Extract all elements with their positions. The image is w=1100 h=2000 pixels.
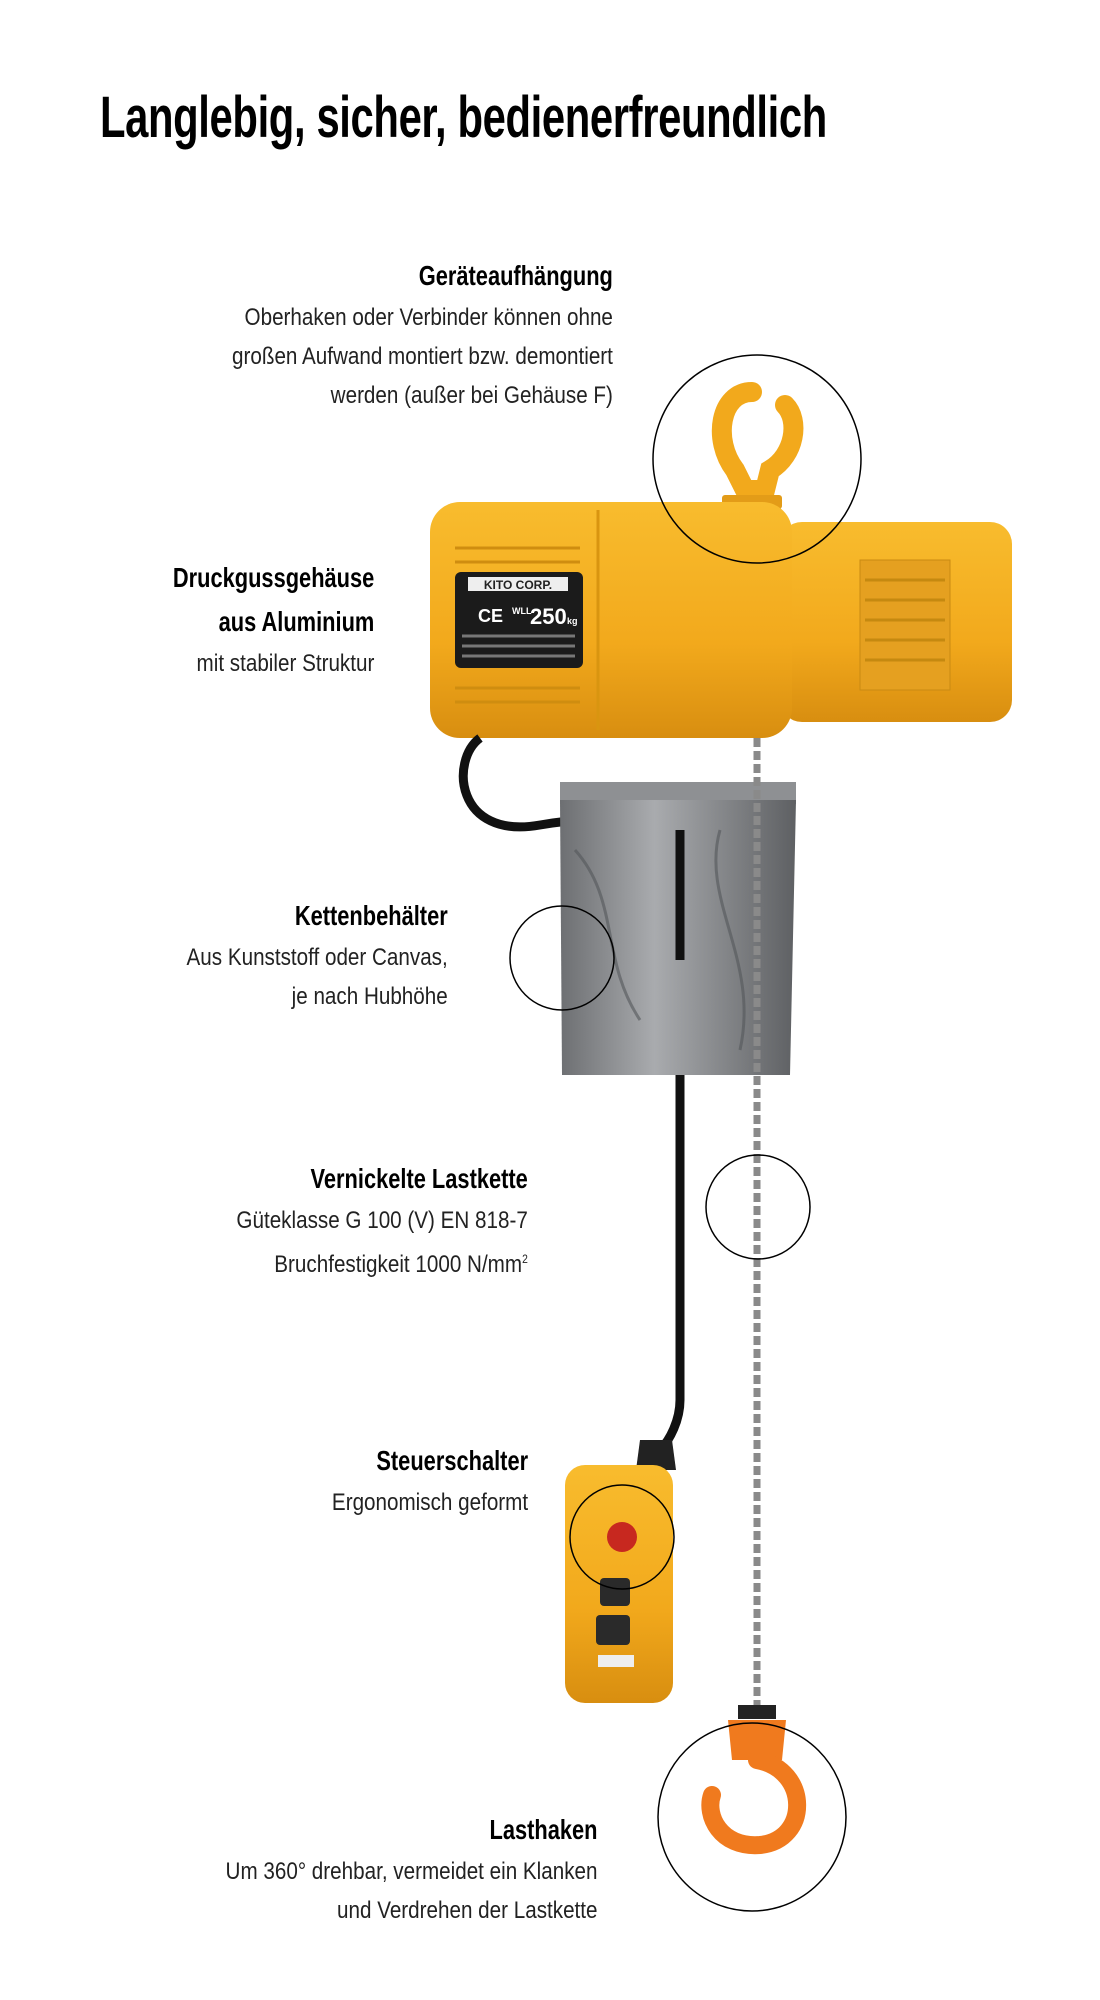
feature-text: Bruchfestigkeit 1000 N/mm2 bbox=[237, 1240, 528, 1284]
feature-load-hook: Lasthaken Um 360° drehbar, vermeidet ein… bbox=[165, 1808, 598, 1930]
feature-text-main: Bruchfestigkeit 1000 N/mm bbox=[274, 1251, 523, 1278]
motor-housing bbox=[780, 522, 1012, 722]
pendant-control bbox=[565, 1440, 676, 1703]
feature-chain-container: Kettenbehälter Aus Kunststoff oder Canva… bbox=[144, 894, 448, 1016]
aluminium-housing: KITO CORP. CE WLL 250 kg bbox=[430, 502, 792, 738]
feature-heading: aus Aluminium bbox=[218, 606, 374, 637]
callout-circle-pendant bbox=[569, 1484, 675, 1590]
feature-text: Ergonomisch geformt bbox=[331, 1489, 528, 1516]
feature-text: Um 360° drehbar, vermeidet ein Klanken bbox=[226, 1858, 598, 1885]
callout-circle-chain-container bbox=[509, 905, 615, 1011]
feature-text: je nach Hubhöhe bbox=[291, 983, 448, 1010]
feature-suspension: Geräteaufhängung Oberhaken oder Verbinde… bbox=[170, 254, 613, 415]
feature-text: Güteklasse G 100 (V) EN 818-7 bbox=[236, 1207, 528, 1234]
feature-heading: Kettenbehälter bbox=[295, 900, 448, 931]
feature-pendant: Steuerschalter Ergonomisch geformt bbox=[300, 1439, 528, 1522]
feature-text: Aus Kunststoff oder Canvas, bbox=[186, 944, 448, 971]
feature-text: mit stabiler Struktur bbox=[196, 650, 374, 677]
callout-circle-load-hook bbox=[657, 1722, 847, 1912]
nameplate-ce: CE bbox=[478, 606, 503, 626]
callout-circle-load-chain bbox=[705, 1154, 811, 1260]
feature-heading: Geräteaufhängung bbox=[418, 260, 613, 291]
callout-circle-suspension bbox=[652, 354, 862, 564]
page-title: Langlebig, sicher, bedienerfreundlich bbox=[100, 85, 827, 150]
feature-load-chain: Vernickelte Lastkette Güteklasse G 100 (… bbox=[189, 1157, 528, 1284]
load-hook bbox=[701, 1705, 807, 1855]
feature-heading: Lasthaken bbox=[489, 1814, 598, 1845]
feature-text: werden (außer bei Gehäuse F) bbox=[330, 382, 613, 409]
nameplate-wll: WLL bbox=[512, 606, 532, 616]
top-hook bbox=[711, 382, 804, 509]
feature-heading: Vernickelte Lastkette bbox=[310, 1163, 528, 1194]
feature-text: Oberhaken oder Verbinder können ohne bbox=[244, 304, 613, 331]
nameplate-brand: KITO CORP. bbox=[484, 578, 552, 592]
superscript: 2 bbox=[522, 1252, 528, 1266]
feature-text: großen Aufwand montiert bzw. demontiert bbox=[232, 343, 613, 370]
feature-housing: Druckgussgehäuse aus Aluminium mit stabi… bbox=[116, 556, 374, 683]
nameplate-unit: kg bbox=[567, 616, 578, 626]
feature-text: und Verdrehen der Lastkette bbox=[337, 1897, 598, 1924]
nameplate-capacity: 250 bbox=[530, 604, 567, 629]
feature-heading: Druckgussgehäuse bbox=[172, 562, 374, 593]
feature-heading: Steuerschalter bbox=[376, 1445, 528, 1476]
